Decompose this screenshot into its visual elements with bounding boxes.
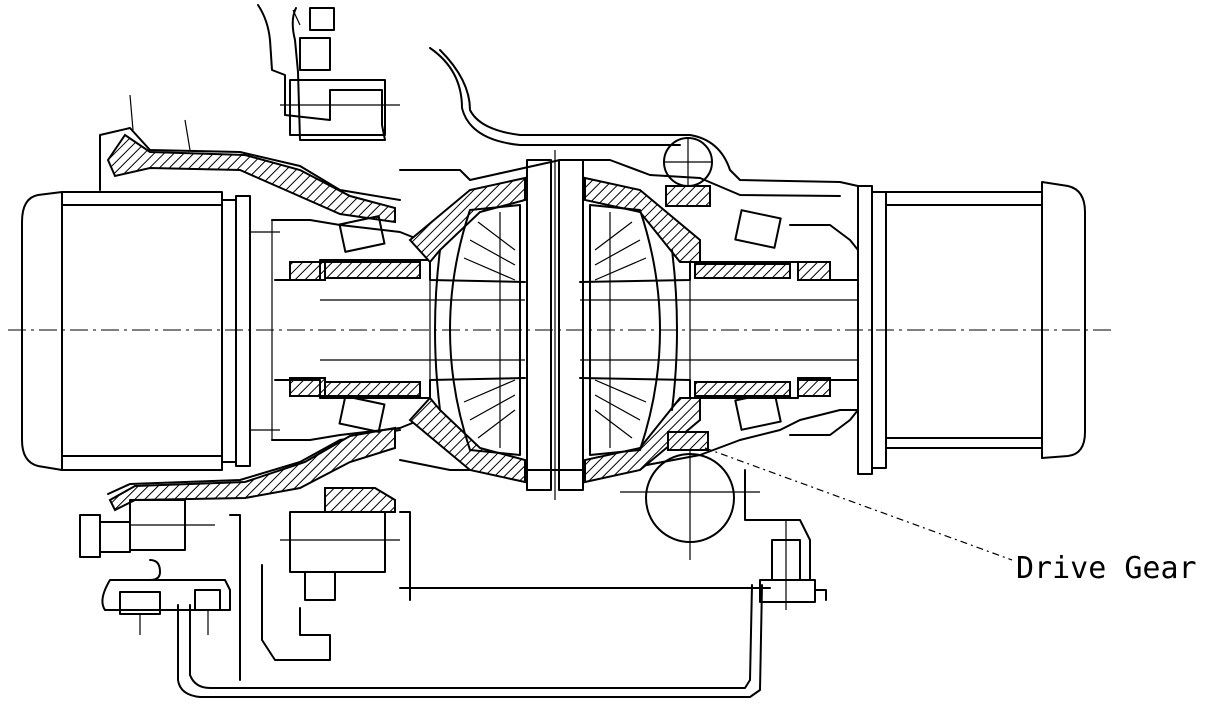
right-axle-shaft [579,261,859,399]
left-lower-bracket [79,499,231,635]
left-tapered-bearing [271,215,421,441]
right-wheel-drum [857,181,1086,475]
lower-mounting-bolt [261,487,400,661]
oil-pan [177,511,771,698]
right-lower-bracket [759,520,827,610]
upper-mounting-bolt [257,4,400,141]
left-wheel-drum [21,191,280,471]
upper-housing [99,47,859,224]
right-tapered-bearing [734,209,859,436]
left-side-gear [449,204,521,456]
drive-gear-label: Drive Gear [1016,551,1197,586]
left-axle-shaft [274,259,526,399]
drive-gear [620,137,760,560]
differential-case [408,150,701,500]
right-side-gear [589,204,661,456]
lower-housing [107,409,859,581]
drive-gear-leader-line [704,447,1013,561]
